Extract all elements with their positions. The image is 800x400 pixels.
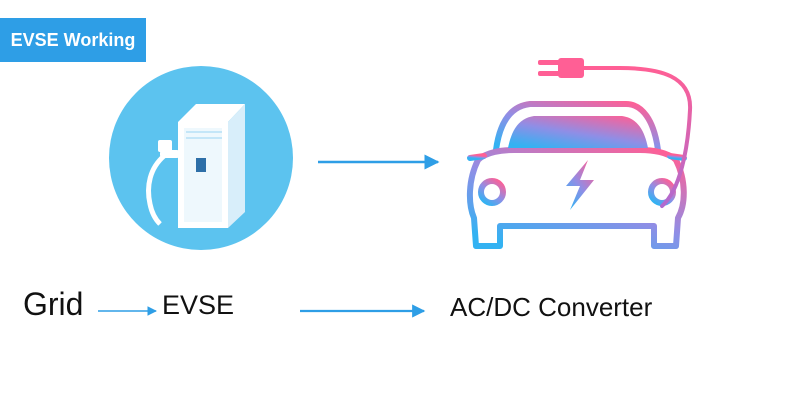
- converter-label: AC/DC Converter: [450, 292, 653, 322]
- title-badge: EVSE Working: [0, 18, 146, 62]
- evse-charger-icon: [109, 66, 293, 250]
- lightning-bolt-icon: [566, 160, 594, 210]
- electric-car-icon: [466, 101, 687, 249]
- grid-label: Grid: [23, 286, 84, 322]
- windshield: [508, 116, 648, 148]
- plug-icon: [538, 58, 693, 208]
- evse-label: EVSE: [162, 290, 235, 320]
